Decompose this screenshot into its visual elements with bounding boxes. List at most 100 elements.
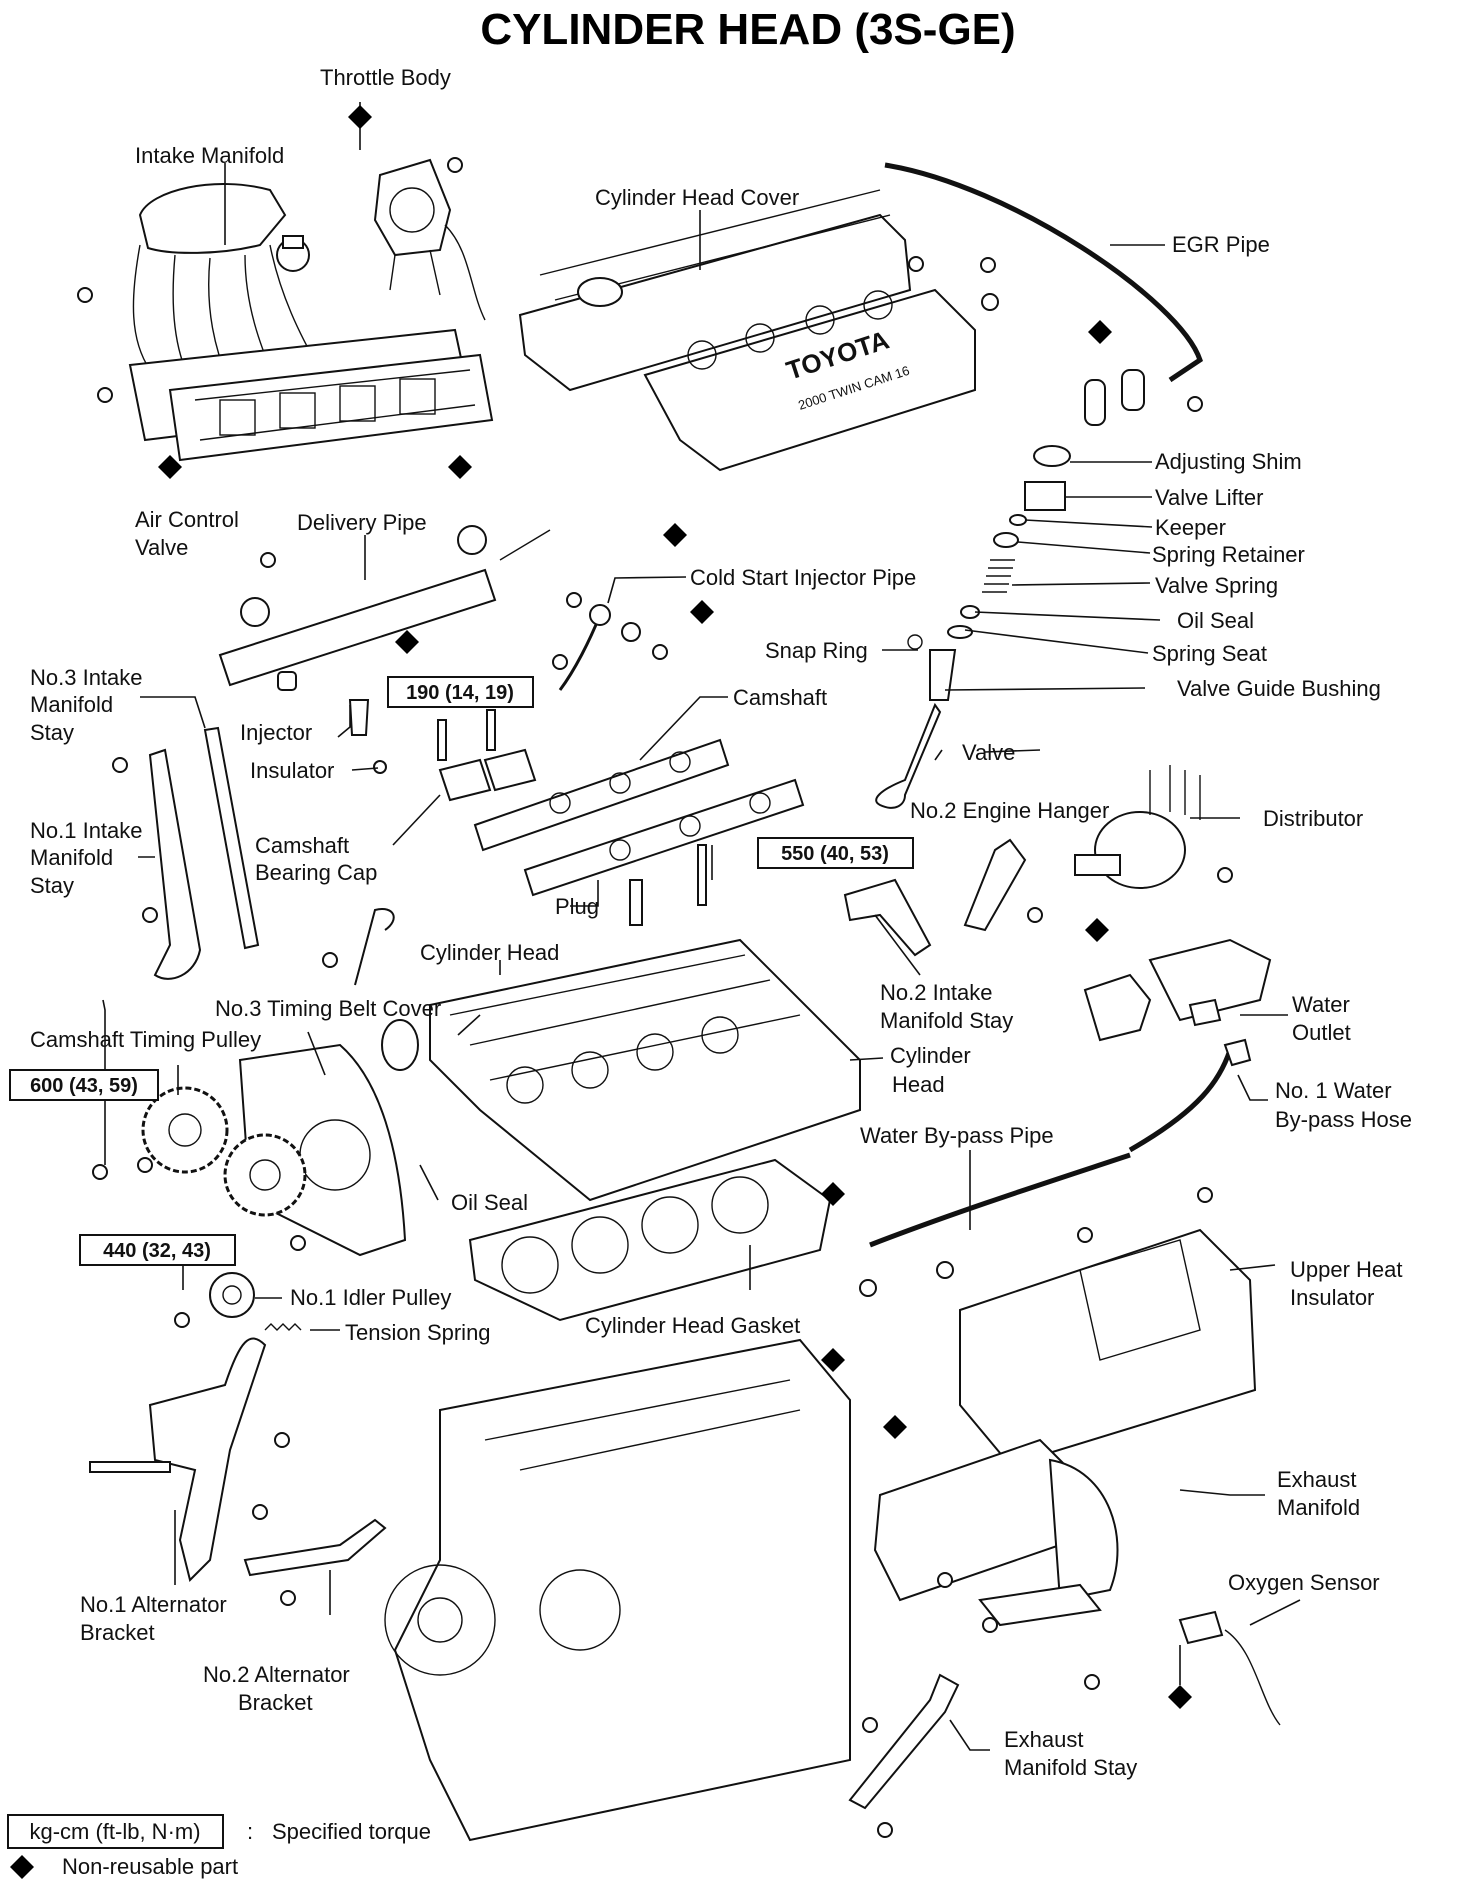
cold-start-injector-pipe-part [558,614,602,691]
label-cold-start-injector-pipe: Cold Start Injector Pipe [690,565,916,590]
engine-block-part [384,1338,851,1842]
exhaust-manifold-part [873,1438,1119,1627]
label-no1-water-bypass-hose-2: By-pass Hose [1275,1107,1412,1132]
label-no1-intake-stay-1: No.1 Intake [30,818,143,843]
legend-nonreusable-desc: Non-reusable part [62,1854,238,1879]
cylinder-head-cover-part: TOYOTA 2000 TWIN CAM 16 [518,189,976,472]
label-exhaust-manifold-2: Manifold [1277,1495,1360,1520]
label-no2-alternator-bracket-1: No.2 Alternator [203,1662,350,1687]
label-no1-alternator-bracket-2: Bracket [80,1620,155,1645]
torque-head-bolt: 550 (40, 53) [781,843,889,865]
water-outlet-part [1083,938,1272,1042]
delivery-pipe-part [218,525,551,774]
valve-train-part [875,445,1071,809]
page-title: CYLINDER HEAD (3S-GE) [480,5,1015,54]
no3-intake-manifold-stay-part [203,726,260,950]
label-no3-intake-stay-1: No.3 Intake [30,665,143,690]
label-oil-seal-cam: Oil Seal [451,1190,528,1215]
part-labels: Throttle Body Intake Manifold Cylinder H… [30,65,1412,1780]
camshaft-part [473,738,805,897]
torque-cam-pulley: 600 (43, 59) [30,1075,138,1097]
label-cylinder-head-cover: Cylinder Head Cover [595,185,799,210]
label-valve-spring: Valve Spring [1155,573,1278,598]
label-no2-engine-hanger: No.2 Engine Hanger [910,798,1109,823]
egr-pipe-part [884,162,1203,383]
label-valve: Valve [962,740,1015,765]
air-control-valve-part [276,235,310,272]
no2-alternator-bracket-part [243,1518,387,1577]
water-bypass-pipe-part [869,1152,1131,1248]
leader-lines [102,102,1301,1751]
label-camshaft-timing-pulley: Camshaft Timing Pulley [30,1027,261,1052]
upper-heat-insulator-part [959,1228,1257,1467]
label-intake-manifold: Intake Manifold [135,143,284,168]
cylinder-head-part [381,938,861,1202]
label-cylinder-head-gasket: Cylinder Head Gasket [585,1313,800,1338]
intake-manifold-part [128,183,494,462]
label-keeper: Keeper [1155,515,1226,540]
label-no3-intake-stay-2: Manifold [30,692,113,717]
label-camshaft-bearing-cap-1: Camshaft [255,833,349,858]
label-exhaust-manifold-stay-1: Exhaust [1004,1727,1084,1752]
label-snap-ring: Snap Ring [765,638,868,663]
label-cylinder-head-side-1: Cylinder [890,1043,971,1068]
hose-clamp-part [1223,1038,1252,1067]
legend-torque-key: kg-cm (ft-lb, N·m) [29,1819,200,1844]
exhaust-manifold-stay-part [848,1673,960,1810]
legend-torque-desc: Specified torque [272,1819,431,1844]
egr-gasket-part [1121,369,1145,411]
label-no1-alternator-bracket-1: No.1 Alternator [80,1592,227,1617]
torque-bearing-cap: 190 (14, 19) [406,682,514,704]
label-exhaust-manifold-1: Exhaust [1277,1467,1357,1492]
label-no2-intake-stay-1: No.2 Intake [880,980,993,1005]
label-camshaft: Camshaft [733,685,827,710]
no1-water-bypass-hose-part [1128,1049,1233,1153]
label-air-control-valve-1: Air Control [135,507,239,532]
label-exhaust-manifold-stay-2: Manifold Stay [1004,1755,1137,1780]
label-egr-pipe: EGR Pipe [1172,232,1270,257]
legend-torque-colon: : [247,1819,253,1844]
label-oil-seal-valve: Oil Seal [1177,608,1254,633]
legend: kg-cm (ft-lb, N·m) : Specified torque No… [7,1814,431,1879]
label-spring-retainer: Spring Retainer [1152,542,1305,567]
oxygen-sensor-part [1178,1610,1281,1726]
idler-pulley-part [209,1272,255,1318]
label-spring-seat: Spring Seat [1152,641,1267,666]
camshaft-timing-pulley-part [141,1086,307,1217]
label-delivery-pipe: Delivery Pipe [297,510,427,535]
nonreusable-markers [158,105,1192,1709]
label-valve-lifter: Valve Lifter [1155,485,1263,510]
label-insulator: Insulator [250,758,334,783]
label-camshaft-bearing-cap-2: Bearing Cap [255,860,377,885]
torque-boxes: 190 (14, 19) 550 (40, 53) 600 (43, 59) 4… [9,676,914,1266]
label-upper-heat-insulator-2: Insulator [1290,1285,1374,1310]
label-water-outlet-2: Outlet [1292,1020,1351,1045]
no1-intake-manifold-stay-part [148,748,202,980]
bracket-hook-part [354,908,395,986]
camshaft-bearing-cap-part [437,709,537,802]
legend-diamond-icon [10,1855,34,1879]
label-no3-intake-stay-3: Stay [30,720,74,745]
label-no3-timing-belt-cover: No.3 Timing Belt Cover [215,996,441,1021]
label-no1-idler-pulley: No.1 Idler Pulley [290,1285,451,1310]
label-adjusting-shim: Adjusting Shim [1155,449,1302,474]
label-tension-spring: Tension Spring [345,1320,491,1345]
label-upper-heat-insulator-1: Upper Heat [1290,1257,1403,1282]
label-water-bypass-pipe: Water By-pass Pipe [860,1123,1054,1148]
torque-idler-pulley: 440 (32, 43) [103,1240,211,1262]
distributor-part [1074,765,1201,889]
label-no1-water-bypass-hose-1: No. 1 Water [1275,1078,1392,1103]
label-no2-intake-stay-2: Manifold Stay [880,1008,1013,1033]
no1-alternator-bracket-part [148,1337,267,1582]
label-valve-guide-bushing: Valve Guide Bushing [1177,676,1381,701]
label-no1-intake-stay-2: Manifold [30,845,113,870]
throttle-body-part [373,158,486,321]
label-cylinder-head-top: Cylinder Head [420,940,559,965]
misc-bolts [77,157,1233,1838]
label-distributor: Distributor [1263,806,1363,831]
label-cylinder-head-side-2: Head [892,1072,945,1097]
no2-engine-hanger-part [963,838,1027,932]
label-oxygen-sensor: Oxygen Sensor [1228,1570,1380,1595]
label-no2-alternator-bracket-2: Bracket [238,1690,313,1715]
